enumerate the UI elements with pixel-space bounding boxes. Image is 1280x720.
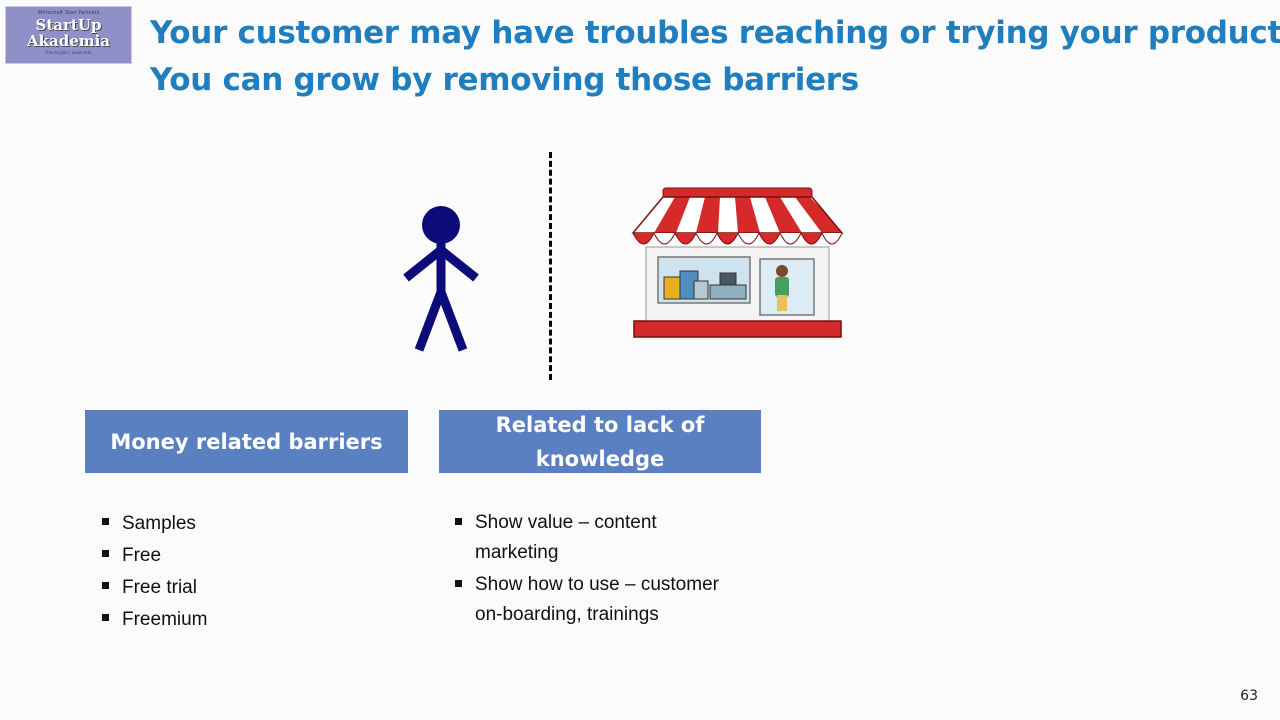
knowledge-barriers-label: Related to lack of knowledge [495, 412, 705, 471]
startup-akademia-logo: Wirtschaft Start Partners StartUp Akadem… [5, 6, 132, 64]
slide-title: Your customer may have troubles reaching… [150, 10, 1280, 104]
list-item: Samples [100, 508, 400, 540]
dashed-divider [549, 152, 552, 380]
slide-title-line-1: Your customer may have troubles reaching… [150, 15, 1280, 51]
list-item: Show value – content marketing [453, 508, 743, 568]
logo-tagline: Wirtschaft Start Partners [37, 10, 100, 16]
knowledge-barriers-list: Show value – content marketing Show how … [453, 508, 743, 632]
logo-line-1: StartUp [35, 16, 102, 34]
shop-storefront-icon [631, 187, 844, 338]
money-barriers-label: Money related barriers [110, 429, 383, 454]
logo-subtagline: Free to Join / Learn Info [45, 50, 92, 55]
list-item: Free trial [100, 572, 400, 604]
logo-line-2: Akademia [26, 32, 111, 50]
money-barriers-list: Samples Free Free trial Freemium [100, 508, 400, 636]
list-item: Show how to use – customer on-boarding, … [453, 570, 743, 630]
list-item: Freemium [100, 604, 400, 636]
knowledge-barriers-box: Related to lack of knowledge [439, 410, 761, 473]
money-barriers-box: Money related barriers [85, 410, 408, 473]
customer-figure-icon [403, 206, 479, 352]
slide-title-line-2: You can grow by removing those barriers [150, 62, 859, 98]
page-number: 63 [1240, 688, 1258, 704]
list-item: Free [100, 540, 400, 572]
